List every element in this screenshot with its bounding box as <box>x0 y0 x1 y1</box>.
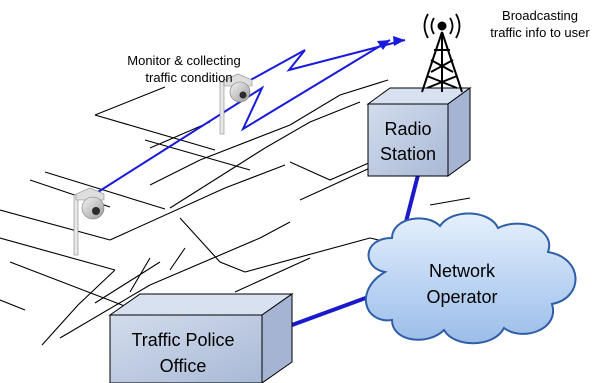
network-cloud-icon: Network Operator <box>365 212 577 345</box>
radio-station-label-line2: Station <box>380 144 436 164</box>
police-office-label-line1: Traffic Police <box>131 330 234 350</box>
wireless-link-camera-near <box>97 39 391 193</box>
camera-pole <box>219 81 225 135</box>
camera-pole <box>73 194 79 256</box>
road-edge <box>429 197 471 206</box>
monitor-caption-line2: traffic condition <box>145 70 232 85</box>
broadcast-caption-line1: Broadcasting <box>502 8 578 23</box>
road-edge <box>264 101 361 149</box>
radio-station-box: Radio Station <box>366 87 472 177</box>
signal-waves-icon <box>423 13 461 39</box>
road-edge <box>94 86 166 116</box>
box-top <box>108 293 294 316</box>
road-edge <box>179 217 246 273</box>
camera-dome <box>229 81 251 103</box>
box-face <box>367 103 449 177</box>
box-side <box>447 87 471 177</box>
road-edge <box>234 257 311 293</box>
road-edge <box>289 79 389 126</box>
road-edge <box>199 124 291 161</box>
road-network <box>0 79 471 346</box>
monitor-caption-line1: Monitor & collecting <box>127 53 240 68</box>
radio-tower-icon <box>421 21 463 93</box>
cctv-camera-icon <box>75 187 105 201</box>
road-edge <box>0 237 116 271</box>
radio-station-label-line1: Radio <box>384 119 431 139</box>
road-edge <box>41 269 116 346</box>
road-edge <box>144 139 251 171</box>
camera-lens <box>92 207 100 215</box>
road-edge <box>299 167 371 201</box>
road-edge <box>44 171 166 210</box>
network-operator-label-line1: Network <box>429 261 496 281</box>
traffic-police-office-box: Traffic Police Office <box>108 293 294 383</box>
road-edge <box>289 157 381 181</box>
road-edge <box>169 247 186 271</box>
road-edge <box>244 237 371 273</box>
police-office-label-line2: Office <box>160 356 207 376</box>
cctv-camera-near <box>73 187 105 256</box>
road-edge <box>149 221 291 286</box>
wireless-link-camera-far <box>235 39 406 89</box>
road-edge <box>149 159 201 186</box>
wireless-links <box>97 36 406 193</box>
arrowhead <box>393 36 405 46</box>
road-edge <box>109 164 286 241</box>
camera-dome <box>81 196 105 220</box>
camera-lens <box>239 91 247 99</box>
road-edge <box>0 299 26 311</box>
road-edge <box>94 261 161 304</box>
road-edge <box>169 147 266 209</box>
broadcast-caption-line2: traffic info to user <box>490 25 590 40</box>
box-face <box>109 314 263 383</box>
road-edge <box>0 209 111 241</box>
network-operator-cloud <box>365 212 577 345</box>
road-edge <box>9 261 136 311</box>
cctv-camera-far <box>219 73 253 135</box>
road-edge <box>94 114 216 151</box>
network-operator-label-line2: Operator <box>426 287 497 307</box>
road-edge <box>59 284 151 339</box>
